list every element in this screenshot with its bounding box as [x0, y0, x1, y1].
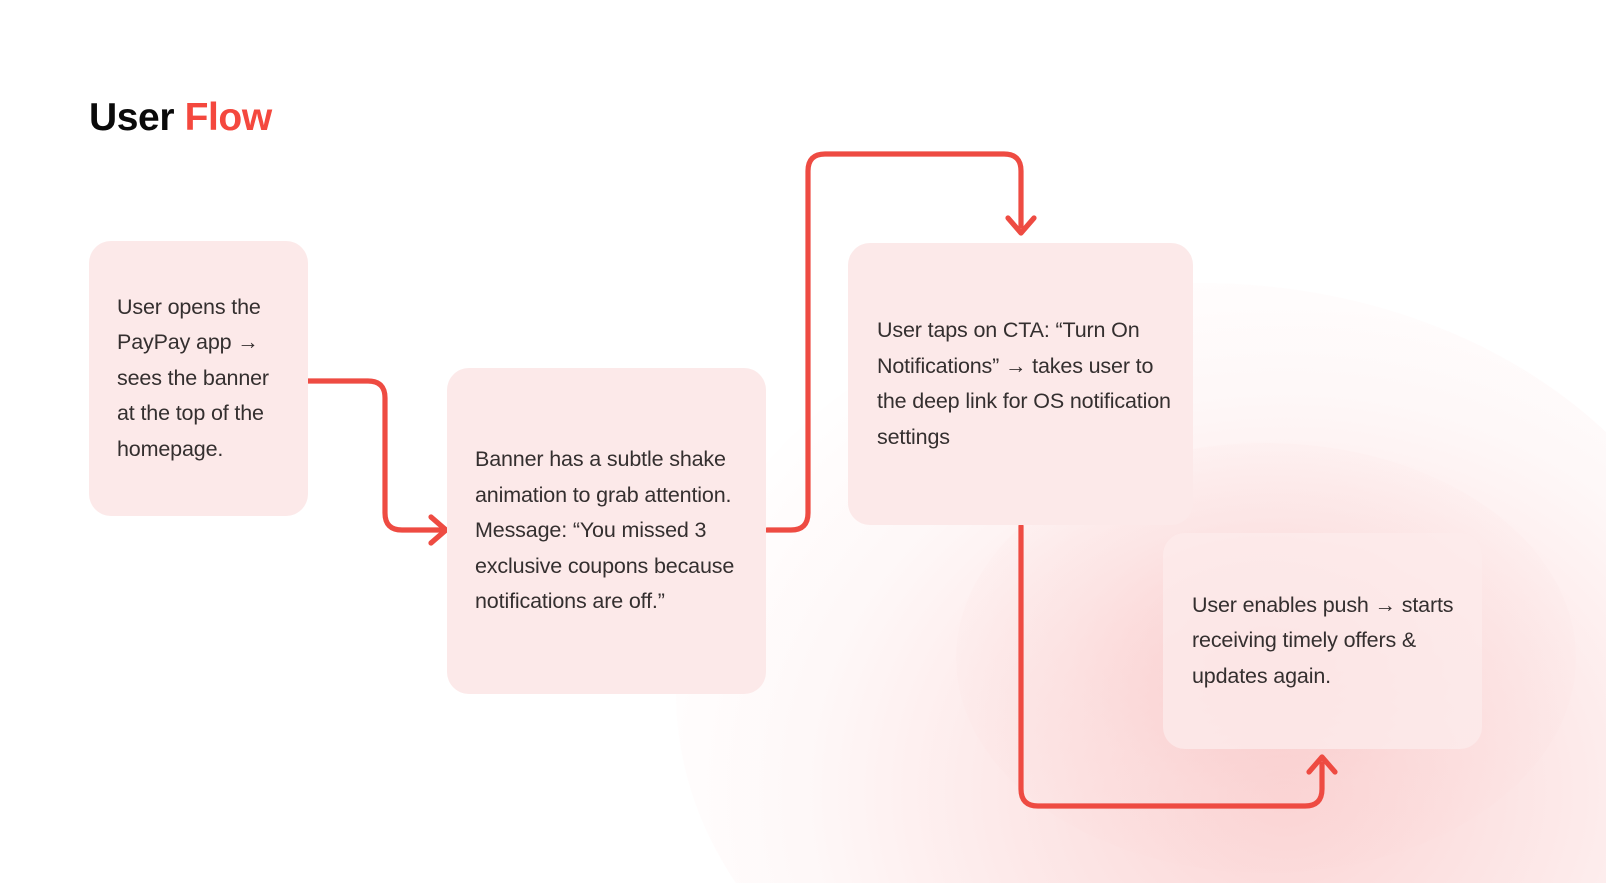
- page-title-accent: Flow: [184, 96, 273, 140]
- flow-card-step-2[interactable]: Banner has a subtle shake animation to g…: [447, 368, 766, 694]
- flow-card-step-4-text: User enables push → starts receiving tim…: [1192, 592, 1454, 688]
- flow-card-step-1[interactable]: User opens the PayPay app → sees the ban…: [89, 241, 308, 516]
- page-title: User Flow: [89, 96, 273, 140]
- flow-card-step-2-text: Banner has a subtle shake animation to g…: [475, 447, 735, 614]
- flow-card-step-1-text: User opens the PayPay app → sees the ban…: [117, 294, 269, 461]
- connector-step1-to-step2: [305, 378, 443, 533]
- arrowhead-down-step3: [1005, 215, 1037, 236]
- flow-card-step-3[interactable]: User taps on CTA: “Turn On Notifications…: [848, 243, 1193, 525]
- flow-card-step-4[interactable]: User enables push → starts receiving tim…: [1163, 533, 1482, 749]
- arrowhead-right-step2: [428, 514, 449, 546]
- arrowhead-up-step4: [1306, 754, 1338, 775]
- page-title-primary: User: [89, 96, 175, 140]
- flow-card-step-3-text: User taps on CTA: “Turn On Notifications…: [877, 318, 1171, 449]
